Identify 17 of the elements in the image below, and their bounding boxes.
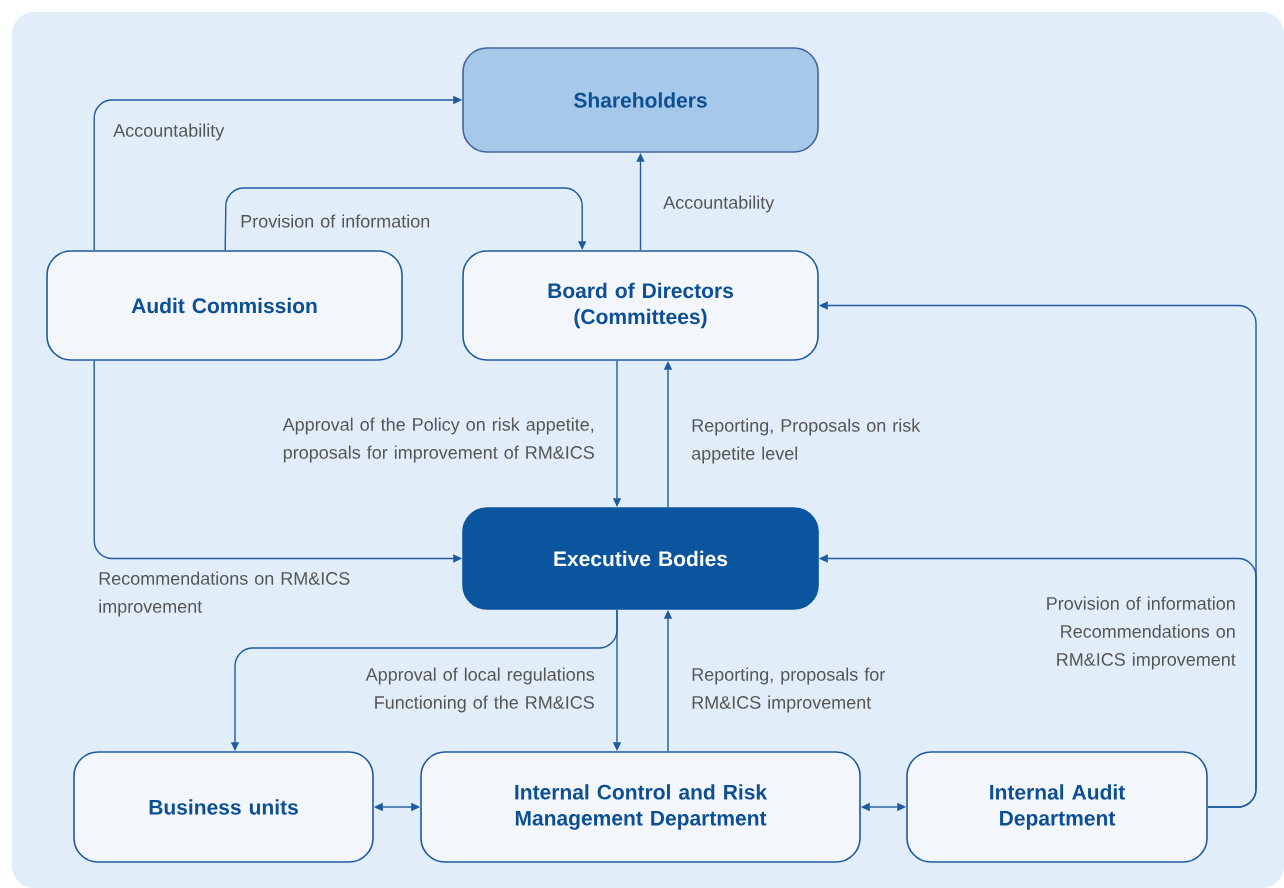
edge-label: Provision of information — [241, 214, 430, 228]
process-box: Audit Commission — [46, 250, 403, 361]
process-box: Executive Bodies — [462, 507, 819, 610]
edge-label: Approval of the Policy on risk appetite, proposals for improvement of RM&ICS — [282, 417, 594, 463]
process-box: Internal Audit Department — [906, 751, 1208, 863]
process-box: Shareholders — [462, 47, 819, 153]
edge-label: Reporting, Proposals on risk appetite level — [692, 418, 921, 464]
process-box: Business units — [73, 751, 374, 863]
process-box: Internal Control and Risk Management Department — [420, 751, 861, 863]
edge-label: Provision of information Recommendations on RM&ICS improvement — [1047, 596, 1236, 670]
edge-label: Recommendations on RM&ICS improvement — [99, 571, 350, 617]
process-box: Board of Directors (Committees) — [462, 250, 819, 361]
edge-label: Accountability — [113, 123, 225, 141]
edge-label: Reporting, proposals for RM&ICS improvement — [692, 667, 885, 713]
edge-label: Approval of local regulations Functioning of the RM&ICS — [365, 667, 595, 713]
arrow — [224, 187, 587, 251]
edge-label: Accountability — [663, 195, 775, 213]
